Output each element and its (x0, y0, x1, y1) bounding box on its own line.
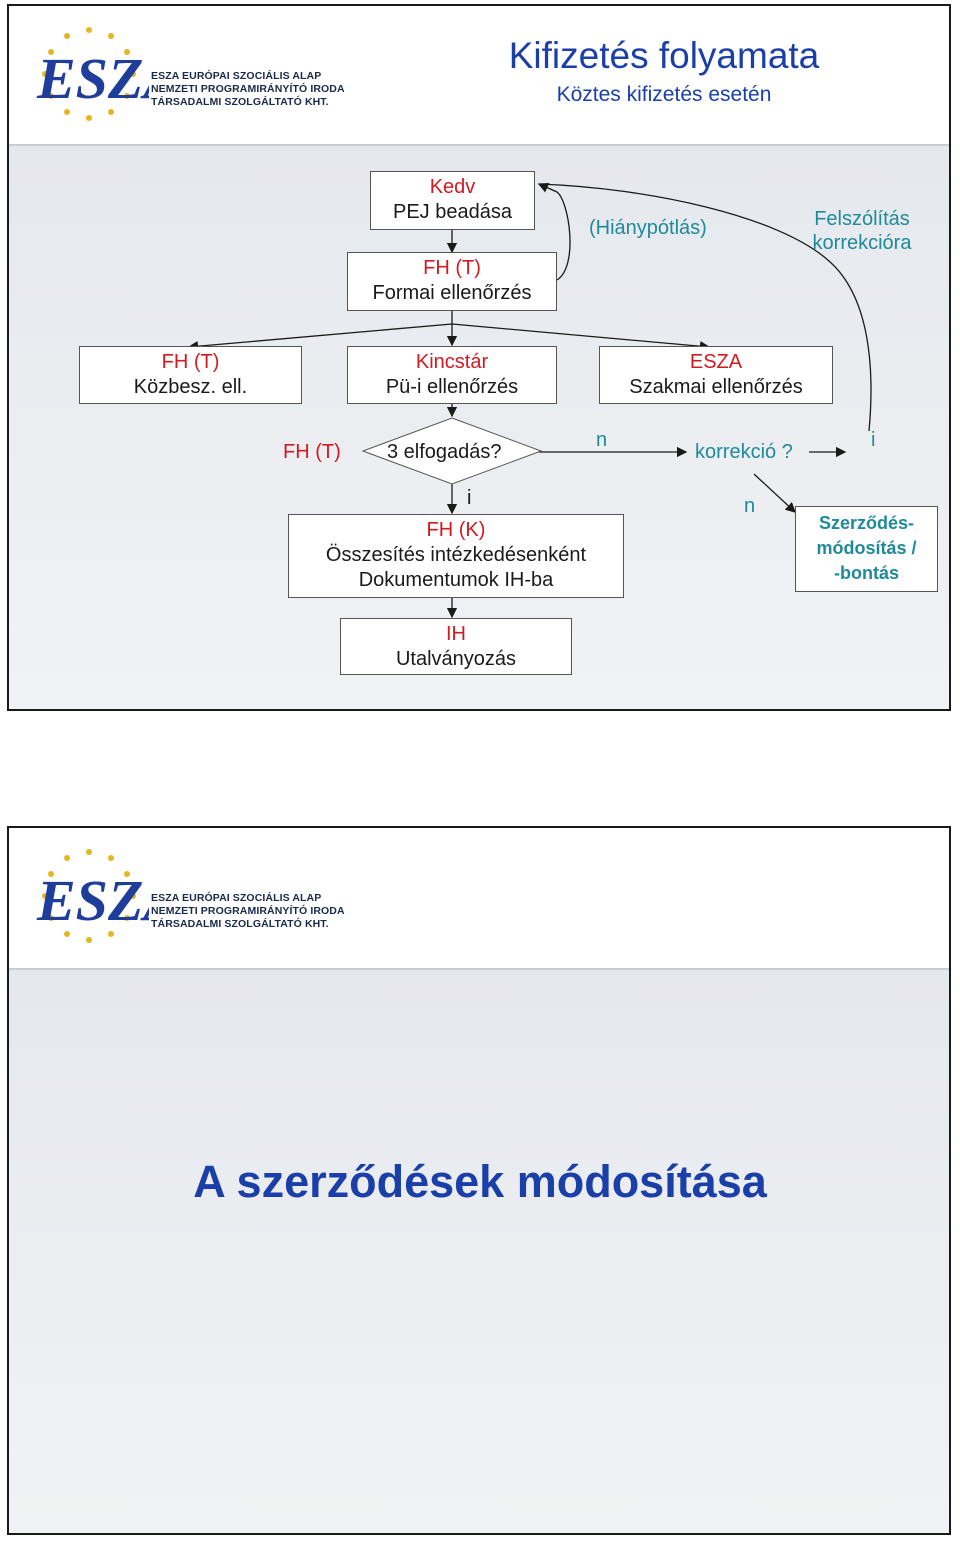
szerzodes-box: Szerződés- módosítás / -bontás (795, 506, 938, 592)
decision-label: 3 elfogadás? (387, 441, 502, 463)
svg-text:ESZA: ESZA (36, 46, 149, 111)
esza-logo-icon: ESZA ESZA EURÓPAI SZOCIÁLIS ALAP NEMZETI… (29, 844, 359, 954)
osszesites-box: FH (K) Összesítés intézkedésenként Dokum… (288, 514, 624, 598)
eszaell-box: ESZA Szakmai ellenőrzés (599, 346, 833, 404)
kozbesz-box: FH (T) Közbesz. ell. (79, 346, 302, 404)
slide-header: ESZA ESZA EURÓPAI SZOCIÁLIS ALAP NEMZETI… (9, 828, 949, 968)
ih-box: IH Utalványozás (340, 618, 572, 675)
page-subtitle: Köztes kifizetés esetén (556, 83, 772, 106)
esza-logo-icon: ESZA ESZA EURÓPAI SZOCIÁLIS ALAP NEMZETI… (29, 22, 359, 132)
section-title: A szerződések módosítása (193, 1156, 767, 1207)
i-label-right: i (871, 429, 876, 451)
korrekcio-label: korrekció ? (695, 441, 793, 463)
slide-header: ESZA ESZA EURÓPAI SZOCIÁLIS ALAP NEMZETI… (9, 6, 949, 144)
decision-diamond (361, 417, 543, 485)
page-title: Kifizetés folyamata (508, 35, 820, 76)
hianypotlas-label: (Hiánypótlás) (589, 217, 707, 239)
n-label-1: n (596, 429, 608, 451)
org-name: ESZA EURÓPAI SZOCIÁLIS ALAP NEMZETI PROG… (151, 70, 345, 108)
slide-1: ESZA ESZA EURÓPAI SZOCIÁLIS ALAP NEMZETI… (7, 4, 951, 711)
org-name: ESZA EURÓPAI SZOCIÁLIS ALAP NEMZETI PROG… (151, 892, 345, 930)
slide-2: ESZA ESZA EURÓPAI SZOCIÁLIS ALAP NEMZETI… (7, 826, 951, 1535)
i-label-down: i (467, 487, 472, 509)
formai-box: FH (T) Formai ellenőrzés (347, 252, 557, 311)
felszolitas-label: Felszólítás korrekcióra (812, 208, 912, 254)
pej-box: Kedv PEJ beadása (370, 171, 535, 230)
n-label-2: n (744, 495, 756, 517)
fh-t-label: FH (T) (283, 441, 341, 463)
kincstar-box: Kincstár Pü-i ellenőrzés (347, 346, 557, 404)
svg-text:ESZA: ESZA (36, 868, 149, 933)
eu-stars-icon: ESZA (36, 849, 149, 943)
eu-stars-icon: ESZA (36, 27, 149, 121)
slide-body (9, 968, 949, 1533)
